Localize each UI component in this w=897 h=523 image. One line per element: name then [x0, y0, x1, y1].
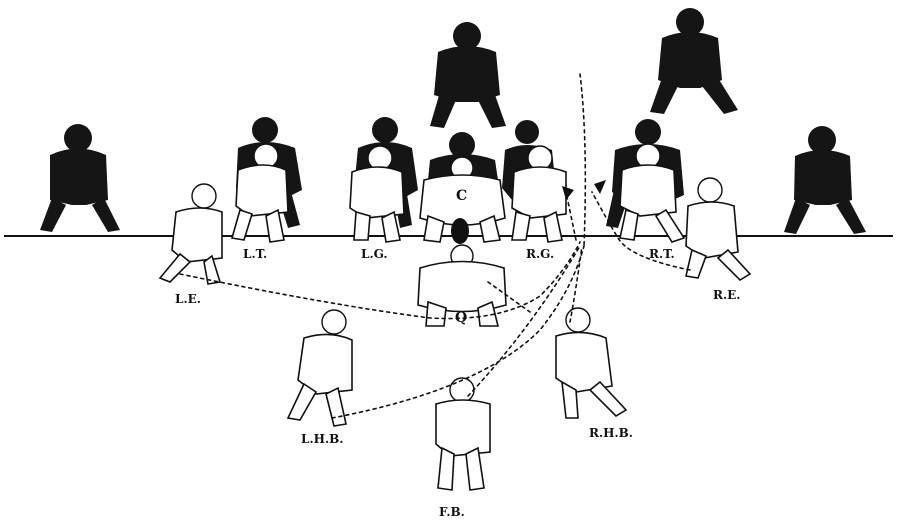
- ball-carrier-path: [580, 74, 585, 246]
- defensive-player-far-right: [784, 126, 866, 234]
- right-guard-path: [566, 192, 576, 240]
- label-right-tackle: R.T.: [649, 247, 675, 261]
- center-chest-letter: C: [456, 188, 467, 204]
- arrowheads: [562, 180, 606, 200]
- offensive-right-halfback: [556, 308, 626, 418]
- offensive-left-halfback: [288, 310, 352, 426]
- label-left-guard: L.G.: [361, 247, 388, 261]
- label-right-halfback: R.H.B.: [589, 426, 633, 440]
- label-right-guard: R.G.: [526, 247, 554, 261]
- arrowhead-icon: [594, 180, 606, 194]
- offensive-left-end: [160, 184, 222, 284]
- label-left-tackle: L.T.: [243, 247, 267, 261]
- label-fullback: F.B.: [439, 505, 465, 519]
- label-left-halfback: L.H.B.: [301, 432, 343, 446]
- offensive-fullback: [436, 378, 490, 490]
- quarterback-chest-letter: Q: [455, 310, 467, 326]
- offensive-right-end: [686, 178, 750, 280]
- defensive-back-left: [430, 22, 506, 128]
- defensive-back-right: [650, 8, 738, 114]
- defensive-player-far-left: [40, 124, 120, 232]
- label-right-end: R.E.: [713, 288, 740, 302]
- label-left-end: L.E.: [175, 292, 201, 306]
